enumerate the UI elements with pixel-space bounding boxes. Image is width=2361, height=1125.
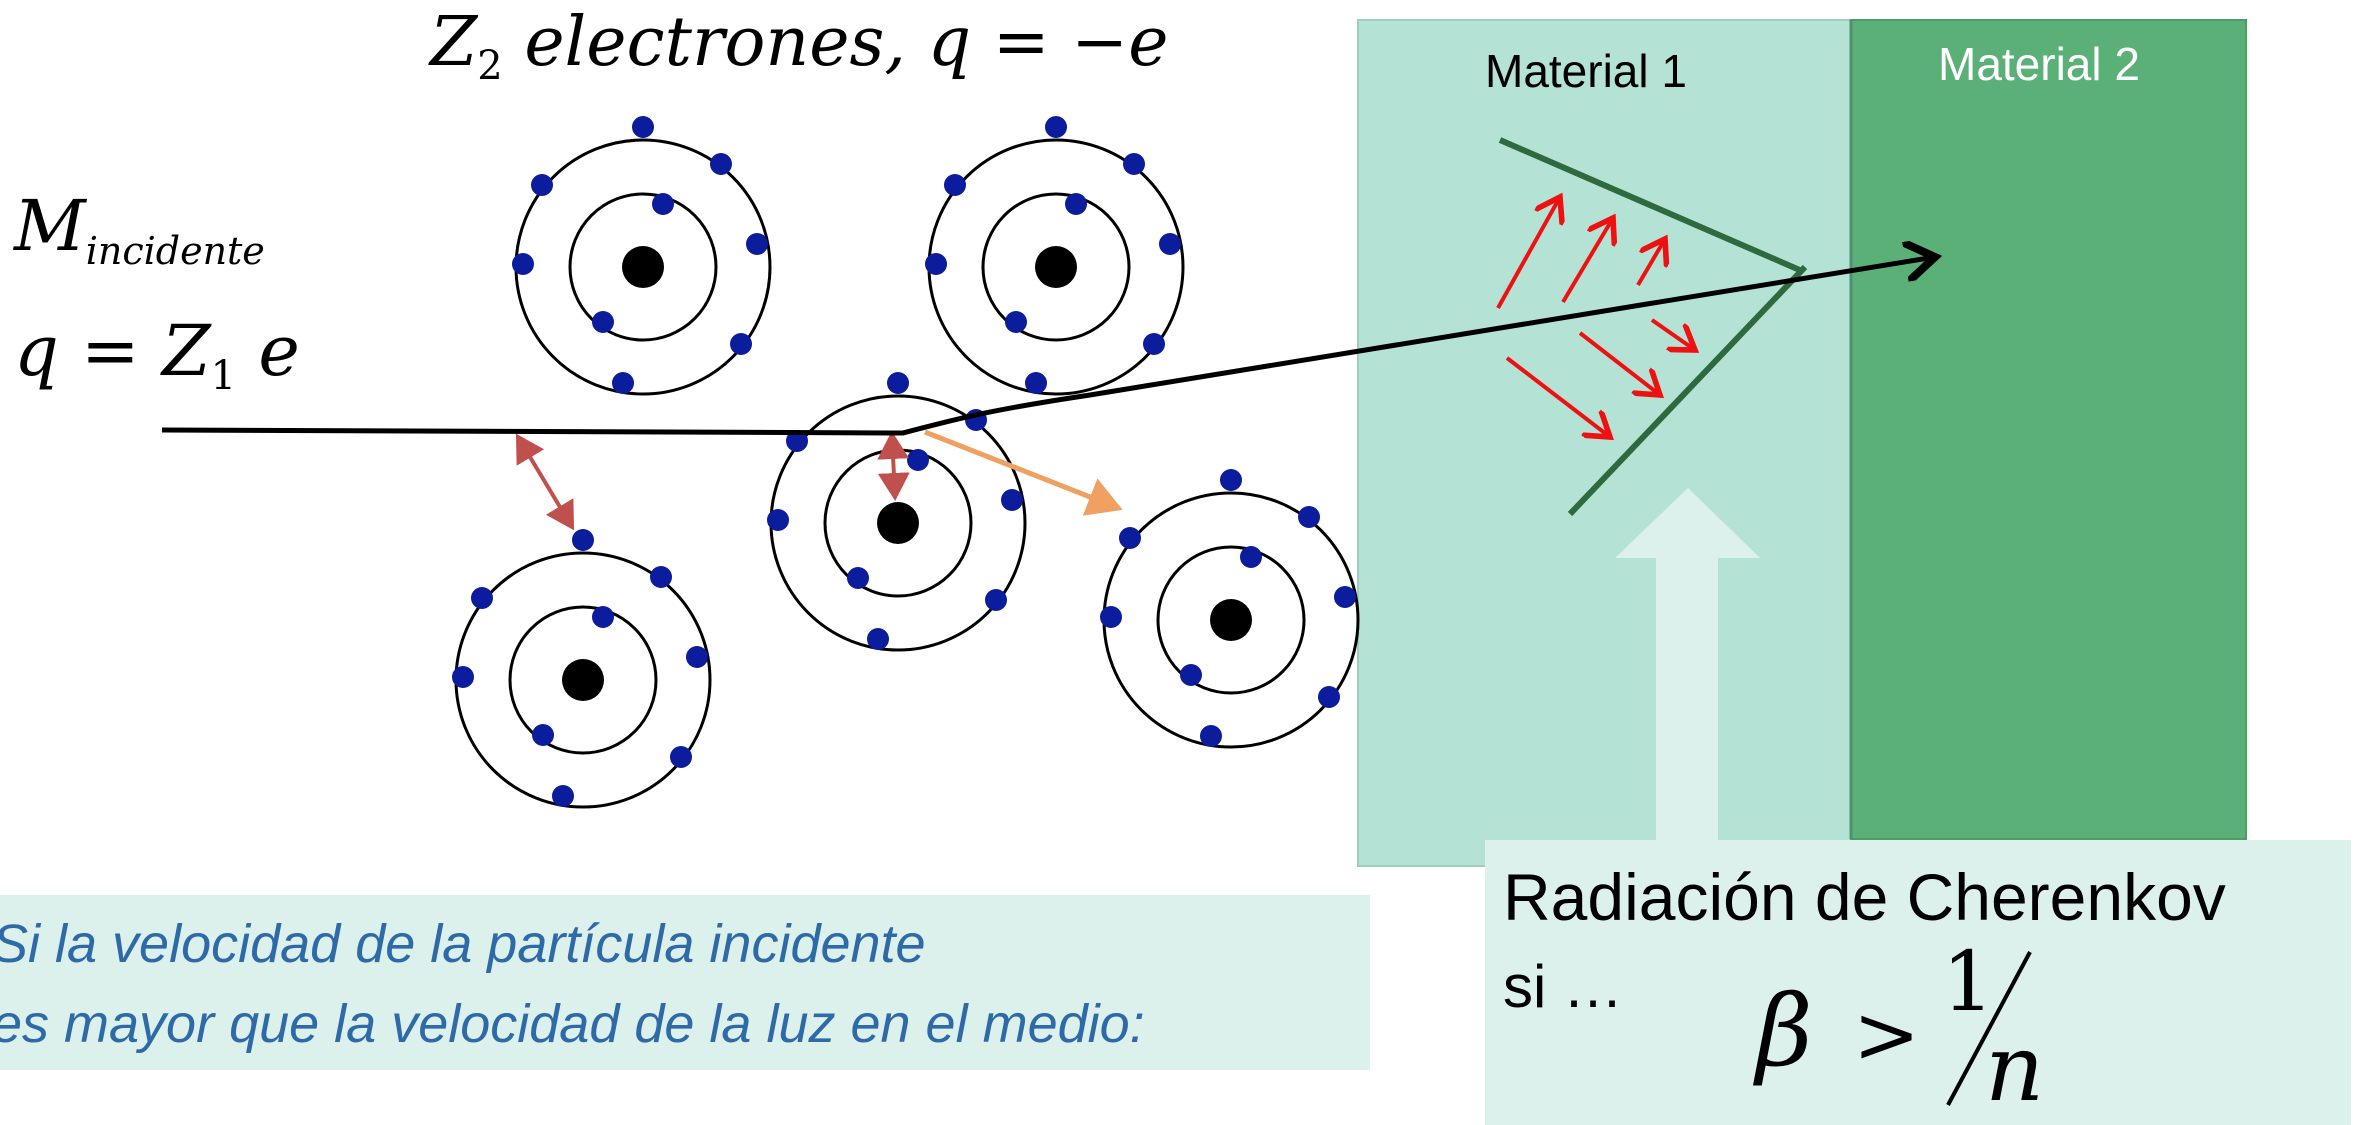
cone-lower-edge xyxy=(1567,264,1808,517)
particle-track xyxy=(161,257,1935,436)
atom xyxy=(512,116,772,396)
cherenkov-radiation-arrows xyxy=(1496,197,1695,437)
cherenkov-arrow xyxy=(1561,218,1613,304)
particle-label: Mincidente xyxy=(12,185,265,273)
particle-charge: q = Z1 e xyxy=(14,310,300,399)
material-1-slab xyxy=(1357,19,1852,867)
cherenkov-title: Radiación de Cherenkov xyxy=(1503,860,2226,934)
electrons xyxy=(1100,469,1356,747)
nucleus xyxy=(622,246,664,288)
electrons-title: Z2 electrones, q = −e xyxy=(428,3,1169,89)
atom xyxy=(925,116,1185,396)
nucleus xyxy=(1210,599,1252,641)
condition-caption-line2: es mayor que la velocidad de la luz en e… xyxy=(0,994,1145,1054)
material-2-slab xyxy=(1850,19,2247,840)
numerator-one: 1 xyxy=(1942,935,1994,1030)
nucleus-interaction-arrow xyxy=(877,431,910,501)
electrons xyxy=(925,116,1181,394)
cherenkov-arrow xyxy=(1650,318,1695,350)
cherenkov-arrow xyxy=(1578,331,1660,395)
beta-symbol: β xyxy=(1752,975,1813,1089)
fraction-slash xyxy=(1946,951,2032,1106)
atom xyxy=(1100,469,1360,749)
cherenkov-arrow xyxy=(1505,356,1610,437)
material-1-label: Material 1 xyxy=(1485,45,1687,97)
cone-upper-edge xyxy=(1498,137,1804,274)
electrons xyxy=(452,529,708,807)
condition-caption-box xyxy=(0,895,1370,1070)
condition-caption-line1: Si la velocidad de la partícula incident… xyxy=(0,914,926,974)
cherenkov-prefix: si … xyxy=(1503,953,1623,1020)
cherenkov-box xyxy=(1485,840,2351,1125)
coulomb-interaction-arrow xyxy=(515,433,575,531)
atom xyxy=(452,529,712,809)
nucleus xyxy=(877,502,919,544)
nucleus xyxy=(562,659,604,701)
electrons xyxy=(512,116,768,394)
denominator-n: n xyxy=(1985,1015,2044,1122)
electrons xyxy=(767,372,1023,650)
material-2-label: Material 2 xyxy=(1938,38,2140,90)
cherenkov-condition-formula: β > 1 n xyxy=(1752,935,2044,1122)
radiation-up-arrow xyxy=(1615,488,1760,845)
knock-on-electron-arrow xyxy=(924,429,1123,516)
greater-than-symbol: > xyxy=(1853,988,1920,1081)
cherenkov-arrow xyxy=(1636,239,1665,287)
nucleus xyxy=(1035,246,1077,288)
cherenkov-arrow xyxy=(1496,197,1560,309)
